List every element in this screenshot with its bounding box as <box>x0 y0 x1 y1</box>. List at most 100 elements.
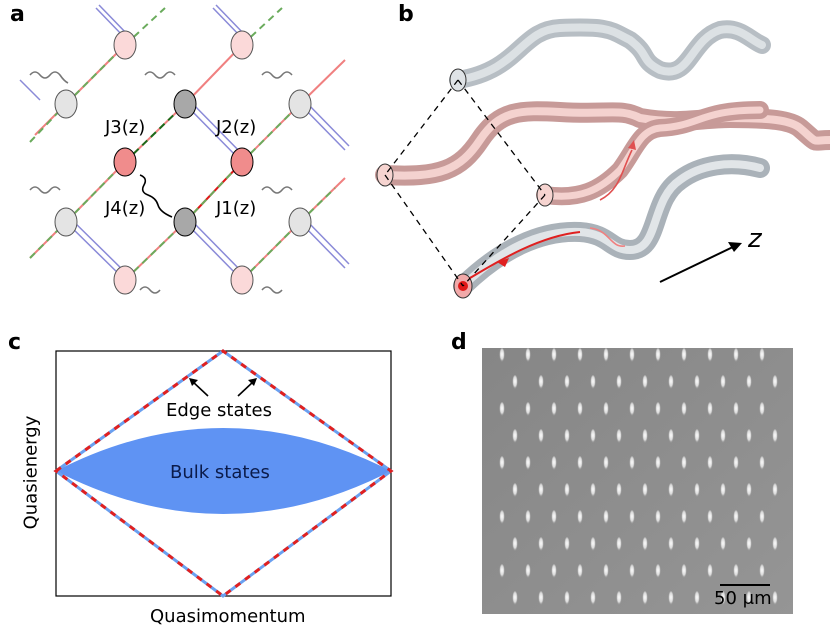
waveguide-spot <box>564 537 570 553</box>
waveguide-spot <box>551 348 557 364</box>
bulk-states-label: Bulk states <box>170 462 270 483</box>
waveguide-spot <box>707 402 713 418</box>
waveguide-spot <box>577 348 583 364</box>
waveguide-spot <box>603 348 609 364</box>
edge-state-lines <box>53 349 394 598</box>
z-axis-arrow-icon <box>728 242 742 252</box>
waveguide-spot <box>668 591 674 607</box>
waveguide-spot <box>733 348 739 364</box>
waveguide-spot <box>616 537 622 553</box>
waveguide-spot <box>525 564 531 580</box>
waveguide-spot <box>707 456 713 472</box>
waveguide-spot <box>720 591 726 607</box>
waveguide-spot <box>577 402 583 418</box>
waveguide-spot <box>720 429 726 445</box>
waveguide-spot <box>577 564 583 580</box>
panel-label-b: b <box>398 2 414 27</box>
coupling-label-j2: J2(z) <box>216 117 257 138</box>
waveguide-spots <box>499 348 778 607</box>
waveguide-micrograph: 50 μm <box>482 348 793 614</box>
waveguide-spot <box>694 537 700 553</box>
waveguide-spot <box>746 375 752 391</box>
waveguide-tubes <box>375 18 830 296</box>
panel-label-c: c <box>8 330 22 355</box>
edge-arrow-right-icon <box>248 378 257 386</box>
waveguide-spot <box>694 375 700 391</box>
waveguide-spot <box>655 564 661 580</box>
waveguide-spot <box>720 375 726 391</box>
waveguide-spot <box>525 348 531 364</box>
waveguide-spot <box>603 564 609 580</box>
waveguide-spot <box>629 510 635 526</box>
waveguide-spot <box>733 456 739 472</box>
waveguide-spot <box>772 483 778 499</box>
waveguide-spot <box>603 456 609 472</box>
waveguide-spot <box>538 537 544 553</box>
waveguide-spot <box>694 591 700 607</box>
waveguide-spot <box>512 537 518 553</box>
scalebar-label: 50 μm <box>714 588 772 609</box>
waveguide-spot <box>525 510 531 526</box>
waveguide-spot <box>668 429 674 445</box>
waveguide-spot <box>733 510 739 526</box>
c-xlabel: Quasimomentum <box>150 606 306 627</box>
scalebar <box>720 584 770 586</box>
waveguide-spot <box>642 537 648 553</box>
waveguide-spot <box>577 510 583 526</box>
waveguide-spot <box>655 510 661 526</box>
waveguide-spot <box>668 537 674 553</box>
waveguide-spot <box>642 375 648 391</box>
waveguide-spot <box>538 375 544 391</box>
coupling-label-j1: J1(z) <box>216 198 257 219</box>
waveguide-spot <box>655 348 661 364</box>
waveguide-spot <box>512 591 518 607</box>
waveguide-spot <box>681 564 687 580</box>
waveguide-spot <box>564 483 570 499</box>
waveguide-spot <box>512 375 518 391</box>
waveguide-spot <box>551 510 557 526</box>
waveguide-spot <box>499 510 505 526</box>
waveguide-spot <box>616 483 622 499</box>
waveguide-spot <box>538 429 544 445</box>
coupling-label-j3: J3(z) <box>105 117 146 138</box>
waveguide-spot <box>499 348 505 364</box>
waveguide-spot <box>642 429 648 445</box>
waveguide-spot <box>499 564 505 580</box>
waveguide-spot <box>590 591 596 607</box>
waveguide-spot <box>629 402 635 418</box>
waveguide-spot <box>733 402 739 418</box>
waveguide-spot <box>564 375 570 391</box>
waveguide-spot <box>759 456 765 472</box>
waveguide-spot <box>590 375 596 391</box>
waveguide-spot <box>694 429 700 445</box>
coupling-label-j4: J4(z) <box>105 198 146 219</box>
waveguide-spot <box>551 564 557 580</box>
waveguide-spot <box>577 456 583 472</box>
waveguide-spot <box>707 348 713 364</box>
waveguide-spot <box>707 510 713 526</box>
lattice-sites <box>54 30 312 295</box>
waveguide-spot <box>538 483 544 499</box>
waveguide-spot <box>746 537 752 553</box>
waveguide-spot <box>655 456 661 472</box>
propagation-path-2 <box>589 227 626 247</box>
waveguide-spot <box>746 429 752 445</box>
waveguide-spot <box>629 456 635 472</box>
waveguide-spot <box>746 483 752 499</box>
propagation-arrow-2-icon <box>628 140 636 150</box>
micrograph-image <box>482 348 793 614</box>
waveguide-spot <box>681 456 687 472</box>
waveguide-spot <box>772 537 778 553</box>
waveguide-spot <box>772 429 778 445</box>
waveguide-spot <box>759 402 765 418</box>
waveguide-spot <box>551 402 557 418</box>
waveguide-spot <box>694 483 700 499</box>
waveguide-spot <box>564 591 570 607</box>
bulk-band <box>56 428 391 514</box>
waveguide-spot <box>525 456 531 472</box>
waveguide-spot <box>642 591 648 607</box>
waveguide-3d-diagram <box>375 18 830 299</box>
waveguide-spot <box>590 429 596 445</box>
waveguide-spot <box>759 564 765 580</box>
